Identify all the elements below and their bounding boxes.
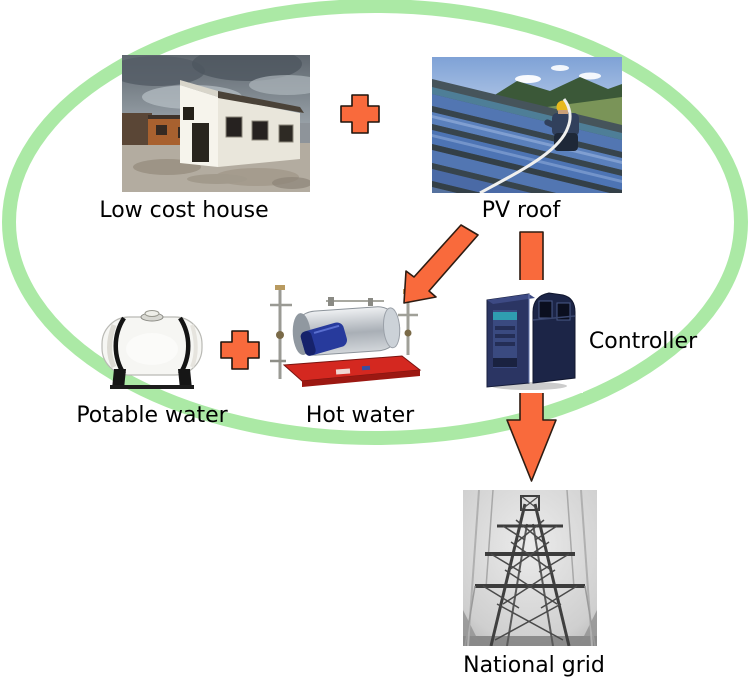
- arrow-down-left-icon: [403, 224, 479, 304]
- label-pv-roof: PV roof: [481, 198, 561, 223]
- label-low-cost-house: Low cost house: [99, 198, 269, 223]
- plus-icon: [340, 94, 380, 134]
- label-controller: Controller: [588, 329, 698, 354]
- label-potable-water: Potable water: [76, 403, 228, 428]
- national-grid-pylon-image: [463, 490, 597, 646]
- controller-photo: [477, 280, 583, 393]
- label-hot-water: Hot water: [305, 403, 415, 428]
- cycle-ellipse: [2, 0, 748, 445]
- pv-roof-photo: [432, 57, 622, 193]
- hot-water-system-image: [270, 285, 422, 387]
- low-cost-house-photo: [122, 55, 310, 192]
- plus-icon: [220, 330, 260, 370]
- potable-water-tank-image: [101, 310, 203, 389]
- label-national-grid: National grid: [463, 653, 605, 678]
